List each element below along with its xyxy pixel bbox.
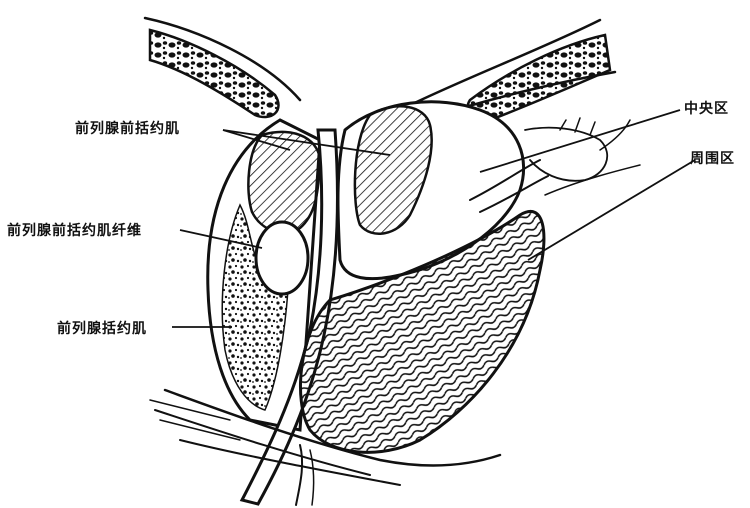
label-preprostatic-sphincter: 前列腺前括约肌	[75, 118, 180, 138]
left-pubic-bone	[150, 30, 278, 117]
label-peripheral-zone: 周围区	[690, 148, 735, 168]
label-preprostatic-sphincter-fibers: 前列腺前括约肌纤维	[7, 220, 142, 240]
preprostatic-sphincter-left	[248, 132, 320, 233]
label-central-zone: 中央区	[684, 98, 729, 118]
leader-line-peripheral-zone	[528, 160, 695, 260]
preprostatic-sphincter-fibers	[256, 222, 308, 294]
label-prostatic-sphincter: 前列腺括约肌	[57, 318, 147, 338]
